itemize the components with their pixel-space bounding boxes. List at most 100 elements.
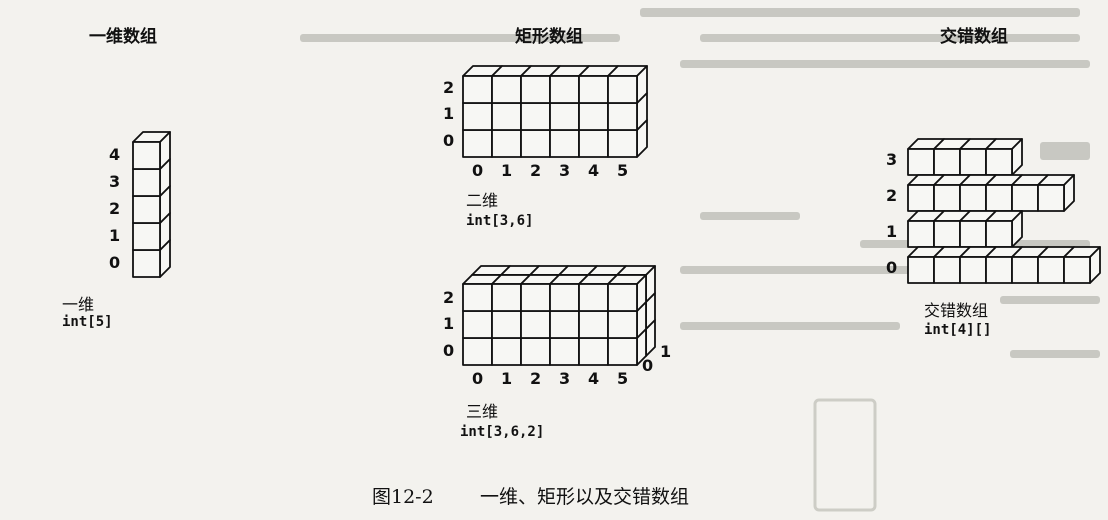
jagged-row1-cell-r0-c2-l0-front bbox=[959, 220, 987, 248]
rect3d-cell-r1-c1-l0-front bbox=[491, 310, 522, 339]
jagged-row3-cell-r0-c2-l0-front bbox=[959, 148, 987, 176]
rect2d-col-index-1: 1 bbox=[501, 161, 513, 180]
one-d-label: 一维 bbox=[62, 295, 95, 314]
rect2d-cell-r0-c2-l0-front bbox=[520, 129, 551, 158]
rect2d-cell-r2-c1-l0-front bbox=[491, 75, 522, 104]
rect2d-cell-r2-c4-l0-front bbox=[578, 75, 609, 104]
jagged-row2-cell-r0-c1-l0-front bbox=[933, 184, 961, 212]
rect3d-col-index-5: 5 bbox=[617, 369, 629, 388]
rect3d-cell-r1-c3-l0-front bbox=[549, 310, 580, 339]
rect3d-cell-r2-c4-l0-front bbox=[578, 283, 609, 312]
rect3d-depth-index-1: 1 bbox=[660, 342, 672, 361]
rect2d-cell-r0-c3-l0-front bbox=[549, 129, 580, 158]
jagged-row1-cell-r0-c0-l0-front bbox=[907, 220, 935, 248]
rect3d-col-index-4: 4 bbox=[588, 369, 600, 388]
rect2d-cell-r1-c1-l0-front bbox=[491, 102, 522, 131]
header-rectangular-array: 矩形数组 bbox=[515, 27, 583, 47]
rect3d-cell-r1-c2-l0-front bbox=[520, 310, 551, 339]
rect3d-cell-r0-c3-l0-front bbox=[549, 337, 580, 366]
rect3d-cell-r2-c2-l0-front bbox=[520, 283, 551, 312]
rect2d-cell-r2-c3-l0-front bbox=[549, 75, 580, 104]
rect3d-cell-r1-c0-l0-front bbox=[462, 310, 493, 339]
one-d-cell-r3-c0-l0-front bbox=[132, 168, 161, 197]
jagged-row0-cell-r0-c2-l0-front bbox=[959, 256, 987, 284]
rect2d-col-index-0: 0 bbox=[472, 161, 484, 180]
three-d-array-cubes bbox=[462, 265, 656, 366]
rect2d-cell-r0-c4-l0-front bbox=[578, 129, 609, 158]
rect3d-cell-r0-c0-l0-front bbox=[462, 337, 493, 366]
one-d-index-0: 0 bbox=[109, 253, 121, 272]
rect3d-cell-r0-c1-l0-front bbox=[491, 337, 522, 366]
rect2d-cell-r0-c0-l0-front bbox=[462, 129, 493, 158]
figure-caption-title: 一维、矩形以及交错数组 bbox=[480, 486, 690, 508]
jagged-row0-cell-r0-c3-l0-front bbox=[985, 256, 1013, 284]
rect3d-cell-r2-c0-l0-front bbox=[462, 283, 493, 312]
jagged-row-index-1: 1 bbox=[886, 222, 898, 241]
rect3d-cell-r1-c5-l0-front bbox=[607, 310, 638, 339]
one-d-cell-r1-c0-l0-front bbox=[132, 222, 161, 251]
rect2d-row-index-1: 1 bbox=[443, 104, 455, 123]
rect3d-col-index-0: 0 bbox=[472, 369, 484, 388]
rect2d-col-index-5: 5 bbox=[617, 161, 629, 180]
jagged-row0-cell-r0-c5-l0-front bbox=[1037, 256, 1065, 284]
one-d-index-1: 1 bbox=[109, 226, 121, 245]
jagged-row2-cell-r0-c2-l0-front bbox=[959, 184, 987, 212]
rect2d-cell-r2-c5-l0-front bbox=[607, 75, 638, 104]
rect2d-label: 二维 bbox=[466, 191, 499, 210]
rect2d-cell-r1-c4-l0-front bbox=[578, 102, 609, 131]
rect3d-cell-r2-c1-l0-front bbox=[491, 283, 522, 312]
rect3d-col-index-1: 1 bbox=[501, 369, 513, 388]
one-d-index-2: 2 bbox=[109, 199, 121, 218]
rect3d-cell-r1-c4-l0-front bbox=[578, 310, 609, 339]
one-d-declaration: int[5] bbox=[62, 314, 113, 330]
jagged-row-index-3: 3 bbox=[886, 150, 898, 169]
rect3d-col-index-2: 2 bbox=[530, 369, 542, 388]
jagged-row0-cell-r0-c0-l0-front bbox=[907, 256, 935, 284]
header-one-d-array: 一维数组 bbox=[89, 27, 157, 47]
jagged-row0-cell-r0-c1-l0-front bbox=[933, 256, 961, 284]
jagged-row0-cell-r0-c6-l0-front bbox=[1063, 256, 1091, 284]
header-jagged-array: 交错数组 bbox=[940, 27, 1008, 47]
jagged-declaration: int[4][] bbox=[924, 322, 992, 338]
rect2d-col-index-2: 2 bbox=[530, 161, 542, 180]
figure-caption-number: 图12-2 bbox=[372, 486, 434, 508]
rect3d-row-index-0: 0 bbox=[443, 341, 455, 360]
rect3d-row-index-2: 2 bbox=[443, 288, 455, 307]
jagged-array-cubes bbox=[907, 138, 1101, 284]
rect3d-col-index-3: 3 bbox=[559, 369, 571, 388]
rect2d-cell-r1-c5-l0-front bbox=[607, 102, 638, 131]
one-d-array-cubes bbox=[132, 131, 171, 278]
one-d-index-4: 4 bbox=[109, 145, 121, 164]
rect3d-cell-r2-c5-l0-front bbox=[607, 283, 638, 312]
rect2d-cell-r2-c2-l0-front bbox=[520, 75, 551, 104]
rect2d-col-index-4: 4 bbox=[588, 161, 600, 180]
rect2d-cell-r1-c2-l0-front bbox=[520, 102, 551, 131]
one-d-cell-r4-c0-l0-front bbox=[132, 141, 161, 170]
jagged-row2-cell-r0-c5-l0-front bbox=[1037, 184, 1065, 212]
rect3d-cell-r0-c2-l0-front bbox=[520, 337, 551, 366]
jagged-row2-cell-r0-c3-l0-front bbox=[985, 184, 1013, 212]
rect2d-cell-r1-c0-l0-front bbox=[462, 102, 493, 131]
rect3d-declaration: int[3,6,2] bbox=[460, 424, 545, 440]
jagged-row3-cell-r0-c3-l0-front bbox=[985, 148, 1013, 176]
rect3d-label: 三维 bbox=[466, 402, 499, 421]
jagged-row3-cell-r0-c1-l0-front bbox=[933, 148, 961, 176]
rect2d-row-index-2: 2 bbox=[443, 78, 455, 97]
rect2d-cell-r0-c5-l0-front bbox=[607, 129, 638, 158]
jagged-row1-cell-r0-c1-l0-front bbox=[933, 220, 961, 248]
rect2d-row-index-0: 0 bbox=[443, 131, 455, 150]
two-d-array-cubes bbox=[462, 65, 648, 158]
one-d-cell-r2-c0-l0-front bbox=[132, 195, 161, 224]
one-d-index-3: 3 bbox=[109, 172, 121, 191]
rect2d-cell-r1-c3-l0-front bbox=[549, 102, 580, 131]
rect3d-cell-r2-c3-l0-front bbox=[549, 283, 580, 312]
rect3d-cell-r0-c5-l0-front bbox=[607, 337, 638, 366]
jagged-row1-cell-r0-c3-l0-front bbox=[985, 220, 1013, 248]
jagged-row-index-0: 0 bbox=[886, 258, 898, 277]
jagged-row-index-2: 2 bbox=[886, 186, 898, 205]
rect3d-row-index-1: 1 bbox=[443, 314, 455, 333]
rect2d-cell-r2-c0-l0-front bbox=[462, 75, 493, 104]
rect2d-col-index-3: 3 bbox=[559, 161, 571, 180]
rect2d-declaration: int[3,6] bbox=[466, 213, 534, 229]
